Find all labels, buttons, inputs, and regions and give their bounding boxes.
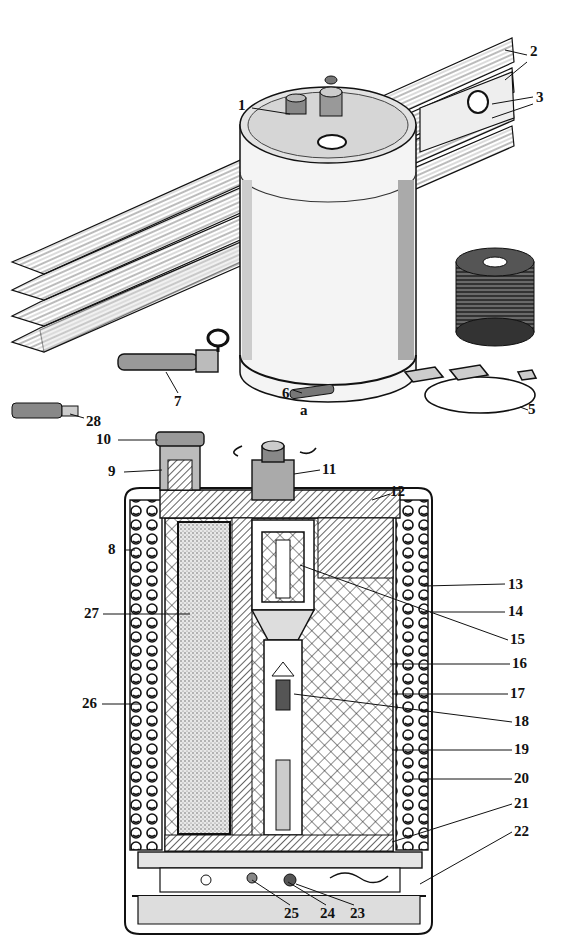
callout-number: 17 <box>510 686 525 701</box>
callout-number: 12 <box>390 484 405 499</box>
callout-number: 15 <box>510 632 525 647</box>
small-rod <box>290 384 335 399</box>
callout-number: 25 <box>284 906 299 921</box>
callout-number: 27 <box>84 606 99 621</box>
fuze <box>118 330 228 372</box>
callout-number: 28 <box>86 414 101 429</box>
callout-number: 18 <box>514 714 529 729</box>
callout-number: 26 <box>82 696 97 711</box>
callout-number: а <box>300 403 308 418</box>
callout-number: 1 <box>238 98 246 113</box>
callout-number: 14 <box>508 604 523 619</box>
callout-number: 13 <box>508 577 523 592</box>
callout-number: 20 <box>514 771 529 786</box>
callout-number: 24 <box>320 906 335 921</box>
callout-number: 3 <box>536 90 544 105</box>
callout-number: 21 <box>514 796 529 811</box>
callout-number: 2 <box>530 44 538 59</box>
callout-number: 11 <box>322 462 336 477</box>
callout-number: 6 <box>282 386 290 401</box>
callout-number: 5 <box>528 402 536 417</box>
callout-number: 9 <box>108 464 116 479</box>
callout-number: 16 <box>512 656 527 671</box>
small-part <box>12 403 78 418</box>
leader-lines <box>70 50 533 905</box>
callout-number: 8 <box>108 542 116 557</box>
wire-coil <box>456 248 534 346</box>
cross-section <box>125 432 432 934</box>
callout-number: 22 <box>514 824 529 839</box>
callout-number: 10 <box>96 432 111 447</box>
canister <box>240 76 416 402</box>
callout-number: 23 <box>350 906 365 921</box>
bracket <box>420 72 514 152</box>
callout-number: 7 <box>174 394 182 409</box>
wire-loop <box>405 365 536 413</box>
callout-number: 19 <box>514 742 529 757</box>
